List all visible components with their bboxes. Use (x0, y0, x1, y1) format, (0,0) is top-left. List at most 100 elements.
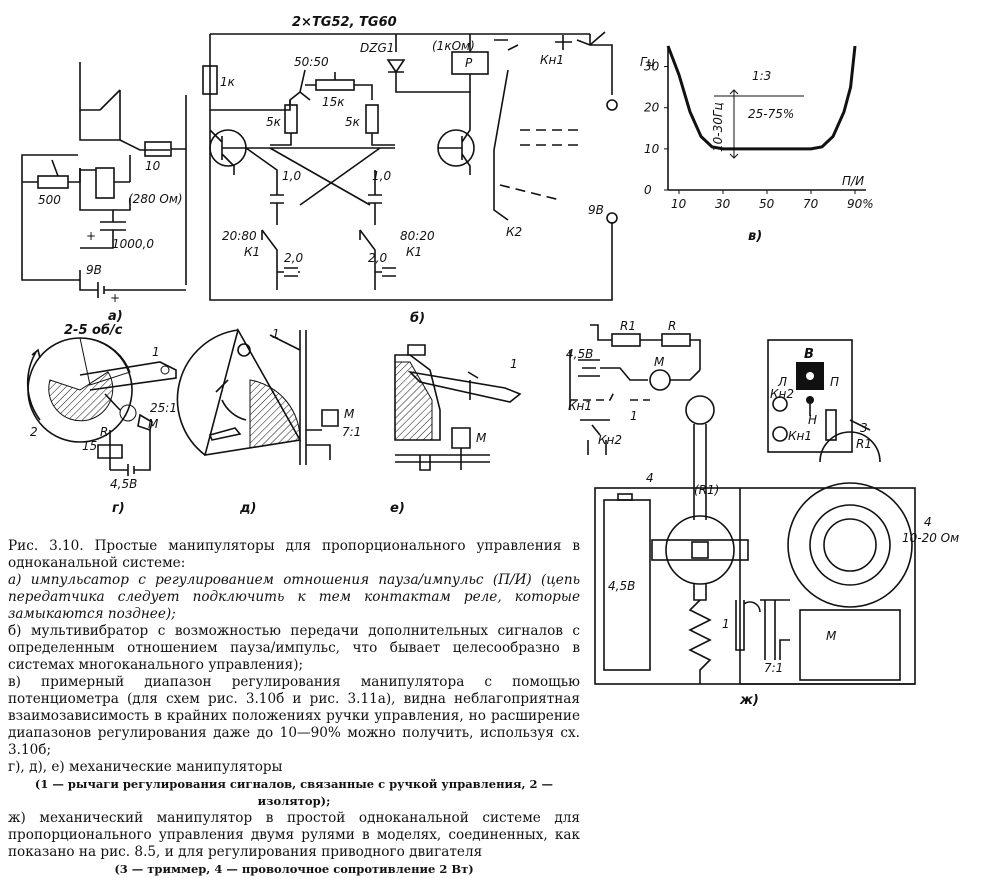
chart-v-label: в) (748, 229, 762, 244)
res-label-g: R (100, 425, 108, 439)
diagram-g-rotating-disc: 2-5 об/с 1 2 25:1 M R 15 4,5В г) (26, 323, 177, 516)
lever-1-label-zh: 1 (630, 409, 638, 423)
k2-label: К2 (506, 225, 522, 239)
caption-para-a: а) импульсатор с регулированием отношени… (8, 572, 580, 622)
chart-range-hz: 10-30Гц (711, 102, 725, 152)
diagram-zh-label: ж) (739, 693, 759, 708)
diagram-d-label: д) (239, 501, 256, 516)
speed-label: 2-5 об/с (64, 323, 123, 338)
big-battery-label: 4,5В (608, 579, 635, 593)
r-resistor (661, 333, 691, 347)
wire-resistor-right (787, 482, 913, 608)
pot-15k (315, 79, 355, 91)
ratio-right-label: 80:20 (400, 229, 435, 243)
k1-right-label: К1 (406, 245, 422, 259)
panel-p-label: П (830, 375, 839, 389)
relay-r-label-b: (1кОм) (432, 39, 475, 53)
caption-title: Рис. 3.10. Простые манипуляторы для проп… (8, 538, 580, 571)
r-10-label: 10 (145, 159, 161, 173)
motor-label-zh: M (654, 355, 665, 369)
wire-resistor-left (665, 515, 735, 585)
cap-label-a: 1000,0 (112, 237, 154, 251)
y-tick-label: 10 (644, 142, 660, 156)
r-5k-left-label: 5к (266, 115, 282, 129)
battery-label-g: 4,5В (110, 477, 137, 491)
battery-plus-a: + (110, 291, 120, 305)
motor-label-d: M (344, 407, 355, 421)
x-tick-label: 70 (803, 197, 819, 211)
panel-l-label: Л (777, 375, 787, 389)
trimmer-r-label: R1 (856, 437, 872, 451)
kn1-label-b: Кн1 (540, 53, 564, 67)
motor-label-g: M (148, 417, 159, 431)
zh-housing (594, 487, 916, 685)
r-5k-right-label: 5к (345, 115, 361, 129)
y-tick-label: 20 (644, 101, 660, 115)
panel-n-label: Н (808, 413, 817, 427)
ratio-left-label: 20:80 (222, 229, 257, 243)
panel-kn2-label: Кн2 (770, 387, 794, 401)
resistor-5k-right (365, 104, 379, 134)
pot-ratio-label: 50:50 (294, 55, 329, 69)
motor-label-e: M (476, 431, 487, 445)
terminal-top (606, 99, 618, 111)
lever-1-label-d: 1 (272, 327, 280, 341)
battery-label-b: 9В (588, 203, 604, 217)
lever-1-label-e: 1 (510, 357, 518, 371)
x-tick-label: 90% (847, 197, 874, 211)
r-1k-label: 1к (220, 75, 236, 89)
zh-motor (649, 369, 671, 391)
c2-left-label: 2,0 (284, 251, 303, 265)
caption-para-b: б) мультивибратор с возможностью передач… (8, 623, 580, 673)
transistors-label: 2×TG52, TG60 (292, 15, 397, 30)
kn2-label-zh: Кн2 (598, 433, 622, 447)
k1-left-label: К1 (244, 245, 260, 259)
chart-ylabel: Гц (640, 55, 655, 69)
x-tick-label: 10 (671, 197, 687, 211)
caption-para-zh: ж) механический манипулятор в простой од… (8, 810, 580, 860)
motor-bottom-label: M (826, 629, 837, 643)
relay-p-label: P (465, 56, 473, 70)
diagram-a-pulser-circuit: 500 10 (280 Ом) + 1000,0 9В + а) (21, 62, 187, 324)
kn1-label-zh: Кн1 (568, 399, 592, 413)
caption-note-2: (3 — триммер, 4 — проволочное сопротивле… (114, 862, 474, 876)
diode-label: DZG1 (360, 41, 394, 55)
wire-res2-label: 4 (924, 515, 932, 529)
wire-res-label: 4 (646, 471, 654, 485)
diagram-g-label: г) (112, 501, 125, 516)
lever-1-label-g: 1 (152, 345, 160, 359)
r-label: R (668, 319, 676, 333)
terminal-bottom (606, 212, 618, 224)
diagram-e-label: е) (390, 501, 405, 516)
ratio-label-d: 7:1 (342, 425, 361, 439)
wire-res2-val-label: 10-20 Ом (902, 531, 959, 545)
frequency-curve (666, 45, 857, 151)
insulator-label: 2 (30, 425, 38, 439)
gear-label-g: 25:1 (150, 401, 177, 415)
control-knob (685, 395, 715, 425)
relay-r-label: (280 Ом) (128, 192, 183, 206)
diagram-zh-mechanical: R1 R 4,5В M Кн1 Кн2 1 В Л П Н Кн2 Кн1 3 … (566, 319, 959, 708)
r-500-label: 500 (38, 193, 61, 207)
caption-para-v: в) примерный диапазон регулирования мани… (8, 674, 580, 758)
battery-label-a: 9В (86, 263, 102, 277)
pot-label: 15к (322, 95, 345, 109)
x-tick-label: 50 (759, 197, 775, 211)
diagram-b-multivibrator: 2×TG52, TG60 DZG1 1к 50:50 15к 5к 5к (1к… (202, 15, 618, 326)
c-left-label: 1,0 (282, 169, 301, 183)
battery-label-zh: 4,5В (566, 347, 593, 361)
caption-note-1: (1 — рычаги регулирования сигналов, связ… (34, 777, 554, 808)
control-panel (767, 339, 853, 453)
diagram-b-label: б) (410, 311, 425, 326)
chart-ratio: 1:3 (752, 69, 771, 83)
cap-plus-a: + (86, 229, 96, 243)
r1-resistor (611, 333, 641, 347)
chart-range-label: 25-75% (748, 107, 794, 121)
resistor-10 (144, 141, 172, 157)
c-right-label: 1,0 (372, 169, 391, 183)
r1-label: R1 (620, 319, 636, 333)
caption-para-gde: г), д), е) механические манипуляторы (8, 759, 283, 775)
lever-bottom-label: 1 (722, 617, 730, 631)
